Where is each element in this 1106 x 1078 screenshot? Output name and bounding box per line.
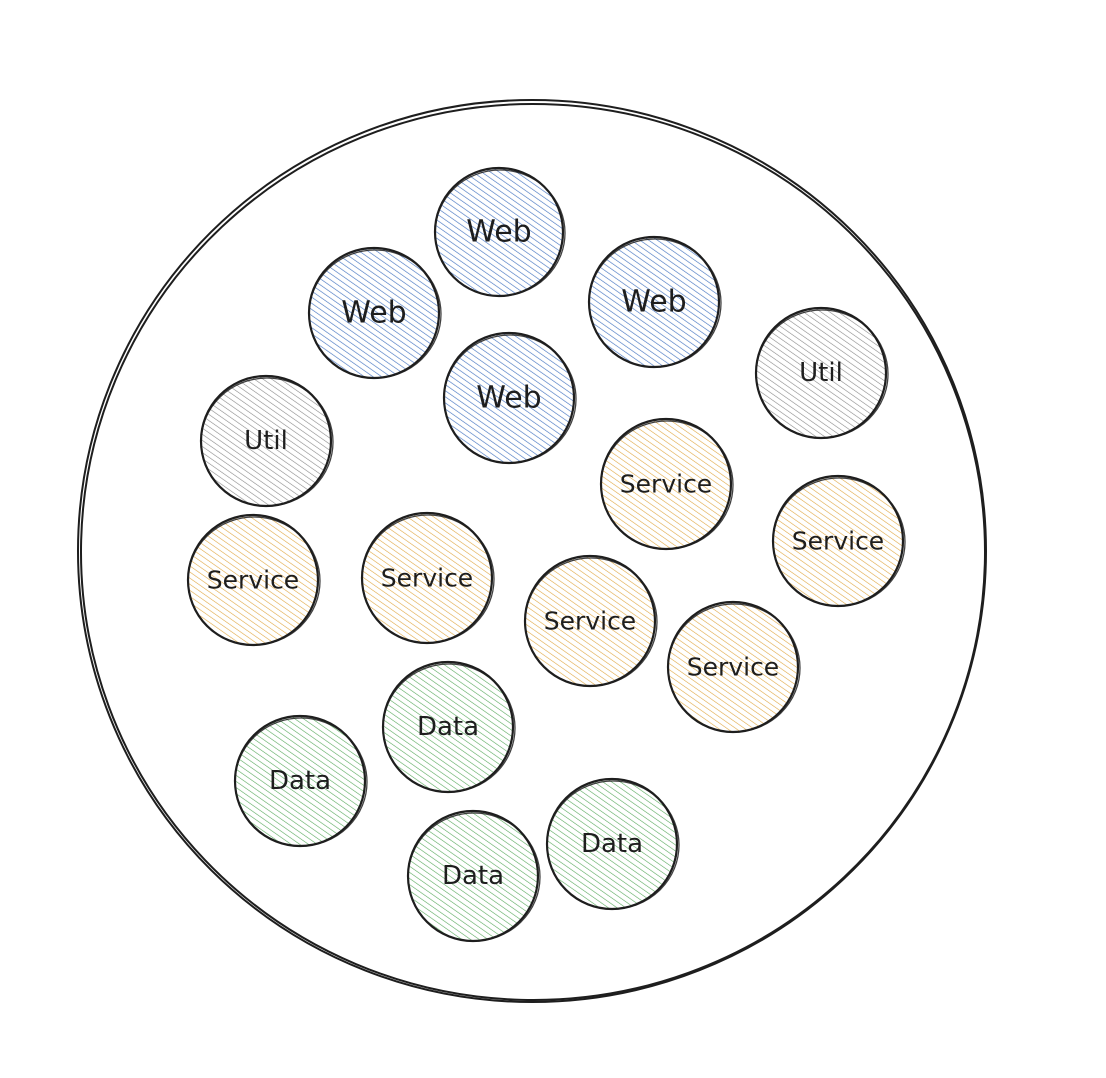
node-label: Web xyxy=(621,285,686,320)
node-label: Data xyxy=(269,766,331,796)
node-label: Service xyxy=(687,653,779,682)
node-label: Web xyxy=(466,215,531,250)
node-service-4: Service xyxy=(360,511,495,645)
node-data-1: Data xyxy=(381,660,516,794)
node-util-1: Util xyxy=(754,306,889,440)
node-label: Service xyxy=(381,564,473,593)
node-data-3: Data xyxy=(545,777,680,911)
node-label: Service xyxy=(620,470,712,499)
node-util-2: Util xyxy=(199,374,334,508)
node-service-2: Service xyxy=(771,474,906,608)
node-data-4: Data xyxy=(406,809,541,943)
node-label: Web xyxy=(341,296,406,331)
node-web-2: Web xyxy=(307,246,442,380)
node-label: Util xyxy=(244,426,288,456)
node-label: Service xyxy=(544,607,636,636)
node-label: Util xyxy=(799,358,843,388)
node-label: Data xyxy=(581,829,643,859)
node-web-3: Web xyxy=(587,235,722,369)
node-service-1: Service xyxy=(599,417,734,551)
node-data-2: Data xyxy=(233,714,368,848)
node-label: Data xyxy=(442,861,504,891)
node-web-1: Web xyxy=(433,166,566,298)
node-label: Data xyxy=(417,712,479,742)
node-label: Service xyxy=(207,566,299,595)
node-service-3: Service xyxy=(186,513,321,647)
node-label: Service xyxy=(792,527,884,556)
system-boundary xyxy=(77,99,987,1003)
node-service-5: Service xyxy=(523,554,658,688)
node-web-4: Web xyxy=(442,331,577,465)
node-label: Web xyxy=(476,381,541,416)
node-service-6: Service xyxy=(666,600,801,734)
